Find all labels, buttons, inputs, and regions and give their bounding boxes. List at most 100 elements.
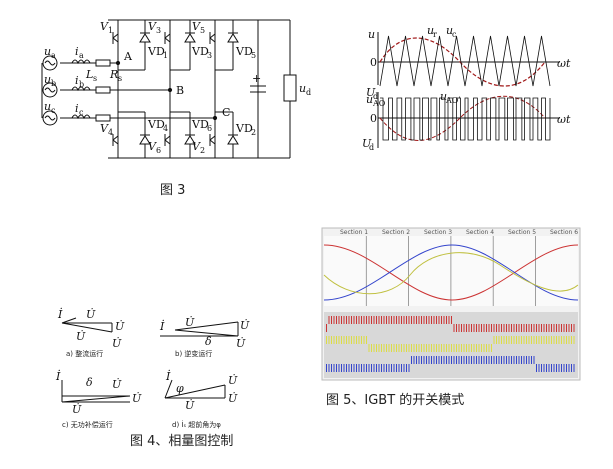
- pwm-pulse: [368, 316, 370, 324]
- pwm-pulse: [486, 324, 487, 332]
- pwm-pulse: [538, 336, 540, 344]
- pwm-pulse: [551, 324, 552, 332]
- pwm-pulse: [501, 336, 502, 344]
- svg-text:U̇: U̇: [236, 337, 246, 350]
- svg-text:VD: VD: [235, 45, 253, 58]
- svg-text:4: 4: [108, 128, 113, 137]
- pwm-pulse: [561, 336, 562, 344]
- pwm-pulse: [416, 344, 417, 352]
- pwm-pulse: [498, 356, 500, 364]
- pwm-pulse: [451, 316, 452, 324]
- pwm-pulse: [443, 316, 445, 324]
- pwm-pulse: [546, 364, 547, 372]
- svg-text:ωt: ωt: [557, 113, 571, 126]
- svg-text:u: u: [299, 82, 306, 95]
- pwm-pulse: [458, 344, 460, 352]
- pwm-pulse: [531, 336, 532, 344]
- pwm-pulse: [523, 356, 525, 364]
- svg-text:+: +: [252, 72, 261, 85]
- svg-text:VD: VD: [191, 118, 209, 131]
- pwm-pulse: [358, 336, 360, 344]
- phasor-c-caption: c) 无功补偿运行: [62, 420, 113, 429]
- pwm-pulse: [541, 364, 542, 372]
- pwm-pulse: [506, 324, 507, 332]
- pwm-pulse: [561, 324, 562, 332]
- pwm-pulse: [486, 344, 487, 352]
- pwm-pulse: [548, 324, 550, 332]
- pwm-pulse: [358, 316, 360, 324]
- pwm-pulse: [403, 316, 405, 324]
- pwm-pulse: [448, 356, 450, 364]
- svg-text:U̇: U̇: [132, 392, 142, 405]
- pwm-pulse: [341, 316, 342, 324]
- pwm-pulse: [506, 336, 507, 344]
- pwm-pulse: [371, 344, 372, 352]
- pwm-pulse: [571, 324, 572, 332]
- pwm-pulse: [478, 344, 480, 352]
- pwm-pulse: [461, 324, 462, 332]
- pwm-pulse: [456, 324, 457, 332]
- svg-text:3: 3: [156, 26, 161, 35]
- pwm-pulse: [556, 324, 557, 332]
- pwm-pulse: [431, 344, 432, 352]
- pwm-pulse: [426, 356, 427, 364]
- svg-text:İ: İ: [55, 369, 61, 383]
- svg-text:i: i: [75, 74, 79, 87]
- pwm-pulse: [568, 324, 570, 332]
- pwm-pulse: [566, 364, 567, 372]
- pwm-pulse: [523, 336, 525, 344]
- pwm-pulse: [571, 364, 572, 372]
- pwm-pulse: [336, 336, 337, 344]
- pwm-pulse: [431, 356, 432, 364]
- pwm-pulse: [343, 336, 345, 344]
- svg-text:c: c: [79, 108, 84, 117]
- pwm-pulse: [526, 356, 527, 364]
- pwm-pulse: [386, 316, 387, 324]
- svg-text:c: c: [51, 106, 56, 115]
- pwm-pulse: [348, 364, 350, 372]
- pwm-pulse: [573, 364, 575, 372]
- svg-text:A: A: [123, 50, 133, 63]
- svg-text:4: 4: [163, 124, 168, 133]
- pwm-pulse: [411, 316, 412, 324]
- pwm-pulse: [351, 364, 352, 372]
- pwm-pulse: [503, 324, 505, 332]
- pwm-pulse: [406, 364, 407, 372]
- svg-text:U̇: U̇: [228, 392, 238, 405]
- pwm-pulse: [351, 336, 352, 344]
- pwm-pulse: [408, 364, 410, 372]
- pwm-pulse: [373, 344, 375, 352]
- pwm-pulse: [533, 324, 535, 332]
- svg-text:i: i: [75, 102, 79, 115]
- pwm-pulse: [571, 336, 572, 344]
- pwm-pulse: [546, 324, 547, 332]
- pwm-pulse: [453, 324, 455, 332]
- pwm-pulse: [393, 364, 395, 372]
- svg-text:i: i: [75, 45, 79, 58]
- svg-text:VD: VD: [147, 45, 165, 58]
- pwm-pulse: [326, 324, 327, 332]
- svg-text:U̇: U̇: [112, 337, 122, 350]
- pwm-pulse: [383, 344, 385, 352]
- svg-text:δ: δ: [86, 376, 93, 389]
- pwm-pulse: [563, 336, 565, 344]
- pwm-pulse: [356, 336, 357, 344]
- pwm-pulse: [338, 316, 340, 324]
- fig4-caption: 图 4、相量图控制: [130, 434, 233, 449]
- pwm-pulse: [386, 344, 387, 352]
- pwm-pulse: [558, 364, 560, 372]
- pwm-pulse: [556, 336, 557, 344]
- diode-symbols: [139, 32, 239, 145]
- pwm-pulse: [416, 356, 417, 364]
- pwm-pulse: [521, 324, 522, 332]
- pwm-pulse: [558, 324, 560, 332]
- pwm-pulse: [378, 364, 380, 372]
- pwm-pulse: [396, 316, 397, 324]
- pwm-pulse: [361, 316, 362, 324]
- pwm-pulse: [413, 356, 415, 364]
- pwm-pulse: [521, 336, 522, 344]
- pwm-pulse: [561, 364, 562, 372]
- pwm-pulse: [538, 324, 540, 332]
- pwm-pulse: [421, 356, 422, 364]
